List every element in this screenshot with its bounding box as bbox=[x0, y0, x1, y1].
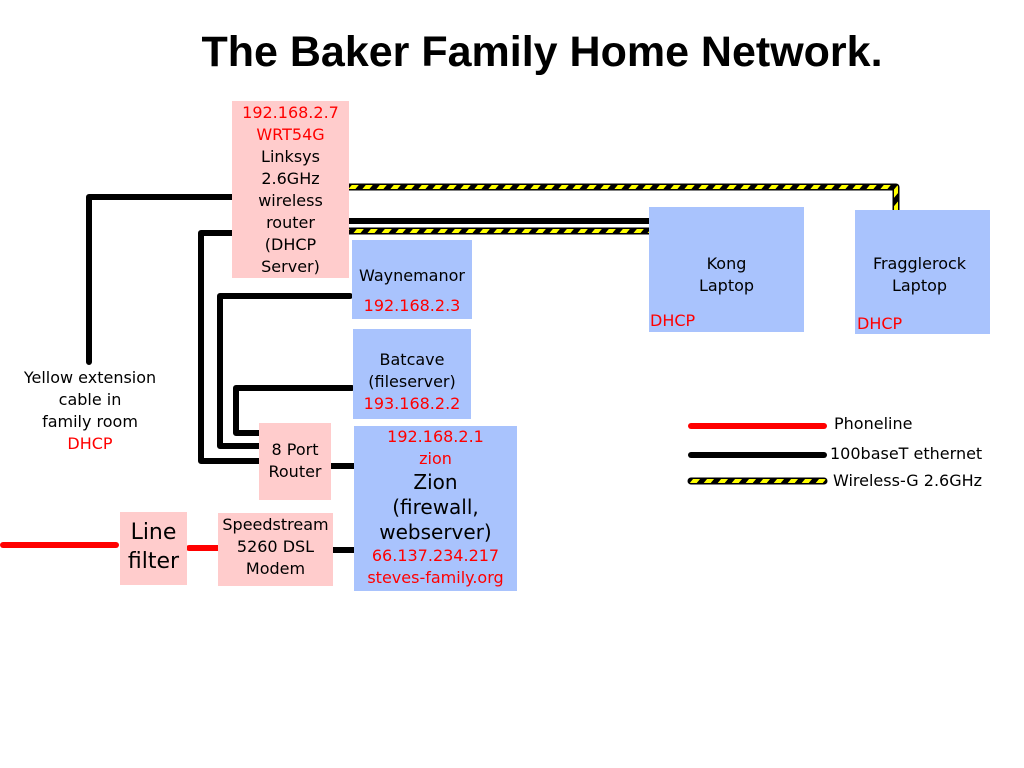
line-filter-label: filter bbox=[127, 549, 180, 574]
batcave-name: Batcave bbox=[379, 350, 445, 369]
waynemanor-name: Waynemanor bbox=[359, 266, 465, 285]
dsl-modem-node[interactable]: Speedstream 5260 DSL Modem bbox=[218, 513, 333, 586]
wireless-link-fragglerock-outline bbox=[345, 183, 900, 214]
zion-ip: 192.168.2.1 bbox=[387, 427, 484, 446]
wireless-link-fragglerock bbox=[347, 185, 898, 212]
zion-hostname: zion bbox=[419, 449, 452, 468]
modem-label: Modem bbox=[245, 559, 306, 578]
wireless-router-line: wireless bbox=[258, 191, 323, 210]
kong-name: Kong bbox=[706, 254, 747, 273]
port-router-node[interactable]: 8 Port Router bbox=[259, 423, 331, 500]
ethernet-wire-waynemanor bbox=[217, 293, 353, 449]
legend-phoneline-label: Phoneline bbox=[834, 414, 913, 433]
wireless-router-node[interactable]: 192.168.2.7 WRT54G Linksys 2.6GHz wirele… bbox=[232, 101, 349, 278]
wireless-router-line: Linksys bbox=[261, 147, 320, 166]
kong-ip: DHCP bbox=[650, 311, 696, 330]
batcave-node[interactable]: Batcave (fileserver) 193.168.2.2 bbox=[353, 329, 471, 419]
page-title: The Baker Family Home Network. bbox=[201, 28, 883, 76]
waynemanor-node[interactable]: Waynemanor 192.168.2.3 bbox=[352, 240, 472, 319]
ethernet-wire-batcave bbox=[233, 385, 355, 436]
extension-cable-text: cable in bbox=[58, 390, 122, 409]
batcave-role: (fileserver) bbox=[368, 372, 456, 391]
wireless-router-line: (DHCP bbox=[264, 235, 317, 254]
extension-cable-ip: DHCP bbox=[67, 434, 113, 453]
port-router-label: 8 Port bbox=[271, 440, 319, 459]
wireless-router-ip: 192.168.2.7 bbox=[242, 103, 339, 122]
batcave-ip: 193.168.2.2 bbox=[363, 394, 461, 413]
extension-cable-text: Yellow extension bbox=[23, 368, 157, 387]
modem-label: Speedstream bbox=[222, 515, 329, 534]
wireless-router-line: 2.6GHz bbox=[261, 169, 320, 188]
ethernet-wire-router-uplink bbox=[198, 230, 265, 464]
zion-role: (firewall, bbox=[392, 495, 479, 519]
zion-role: webserver) bbox=[379, 520, 492, 544]
fragglerock-ip: DHCP bbox=[857, 314, 903, 333]
line-filter-label: Line bbox=[130, 520, 177, 545]
wireless-router-line: Server) bbox=[261, 257, 320, 276]
fragglerock-name: Fragglerock bbox=[872, 254, 967, 273]
port-router-label: Router bbox=[268, 462, 322, 481]
zion-public-ip: 66.137.234.217 bbox=[371, 546, 500, 565]
kong-type: Laptop bbox=[698, 276, 755, 295]
line-filter-node[interactable]: Line filter bbox=[120, 512, 187, 585]
zion-node[interactable]: 192.168.2.1 zion Zion (firewall, webserv… bbox=[354, 426, 517, 591]
extension-cable-text: family room bbox=[42, 412, 138, 431]
zion-domain: steves-family.org bbox=[367, 568, 504, 587]
kong-laptop-node[interactable]: Kong Laptop DHCP bbox=[649, 207, 804, 332]
wireless-router-model: WRT54G bbox=[256, 125, 325, 144]
wireless-router-line: router bbox=[266, 213, 315, 232]
fragglerock-laptop-node[interactable]: Fragglerock Laptop DHCP bbox=[855, 210, 990, 334]
modem-label: 5260 DSL bbox=[236, 537, 315, 556]
fragglerock-type: Laptop bbox=[891, 276, 948, 295]
zion-name: Zion bbox=[413, 470, 458, 494]
waynemanor-ip: 192.168.2.3 bbox=[363, 296, 461, 315]
ethernet-wire-extension bbox=[86, 194, 235, 365]
legend-ethernet-label: 100baseT ethernet bbox=[830, 444, 983, 463]
extension-cable-label: Yellow extension cable in family room DH… bbox=[10, 367, 170, 455]
legend-wireless-label: Wireless-G 2.6GHz bbox=[833, 471, 983, 490]
